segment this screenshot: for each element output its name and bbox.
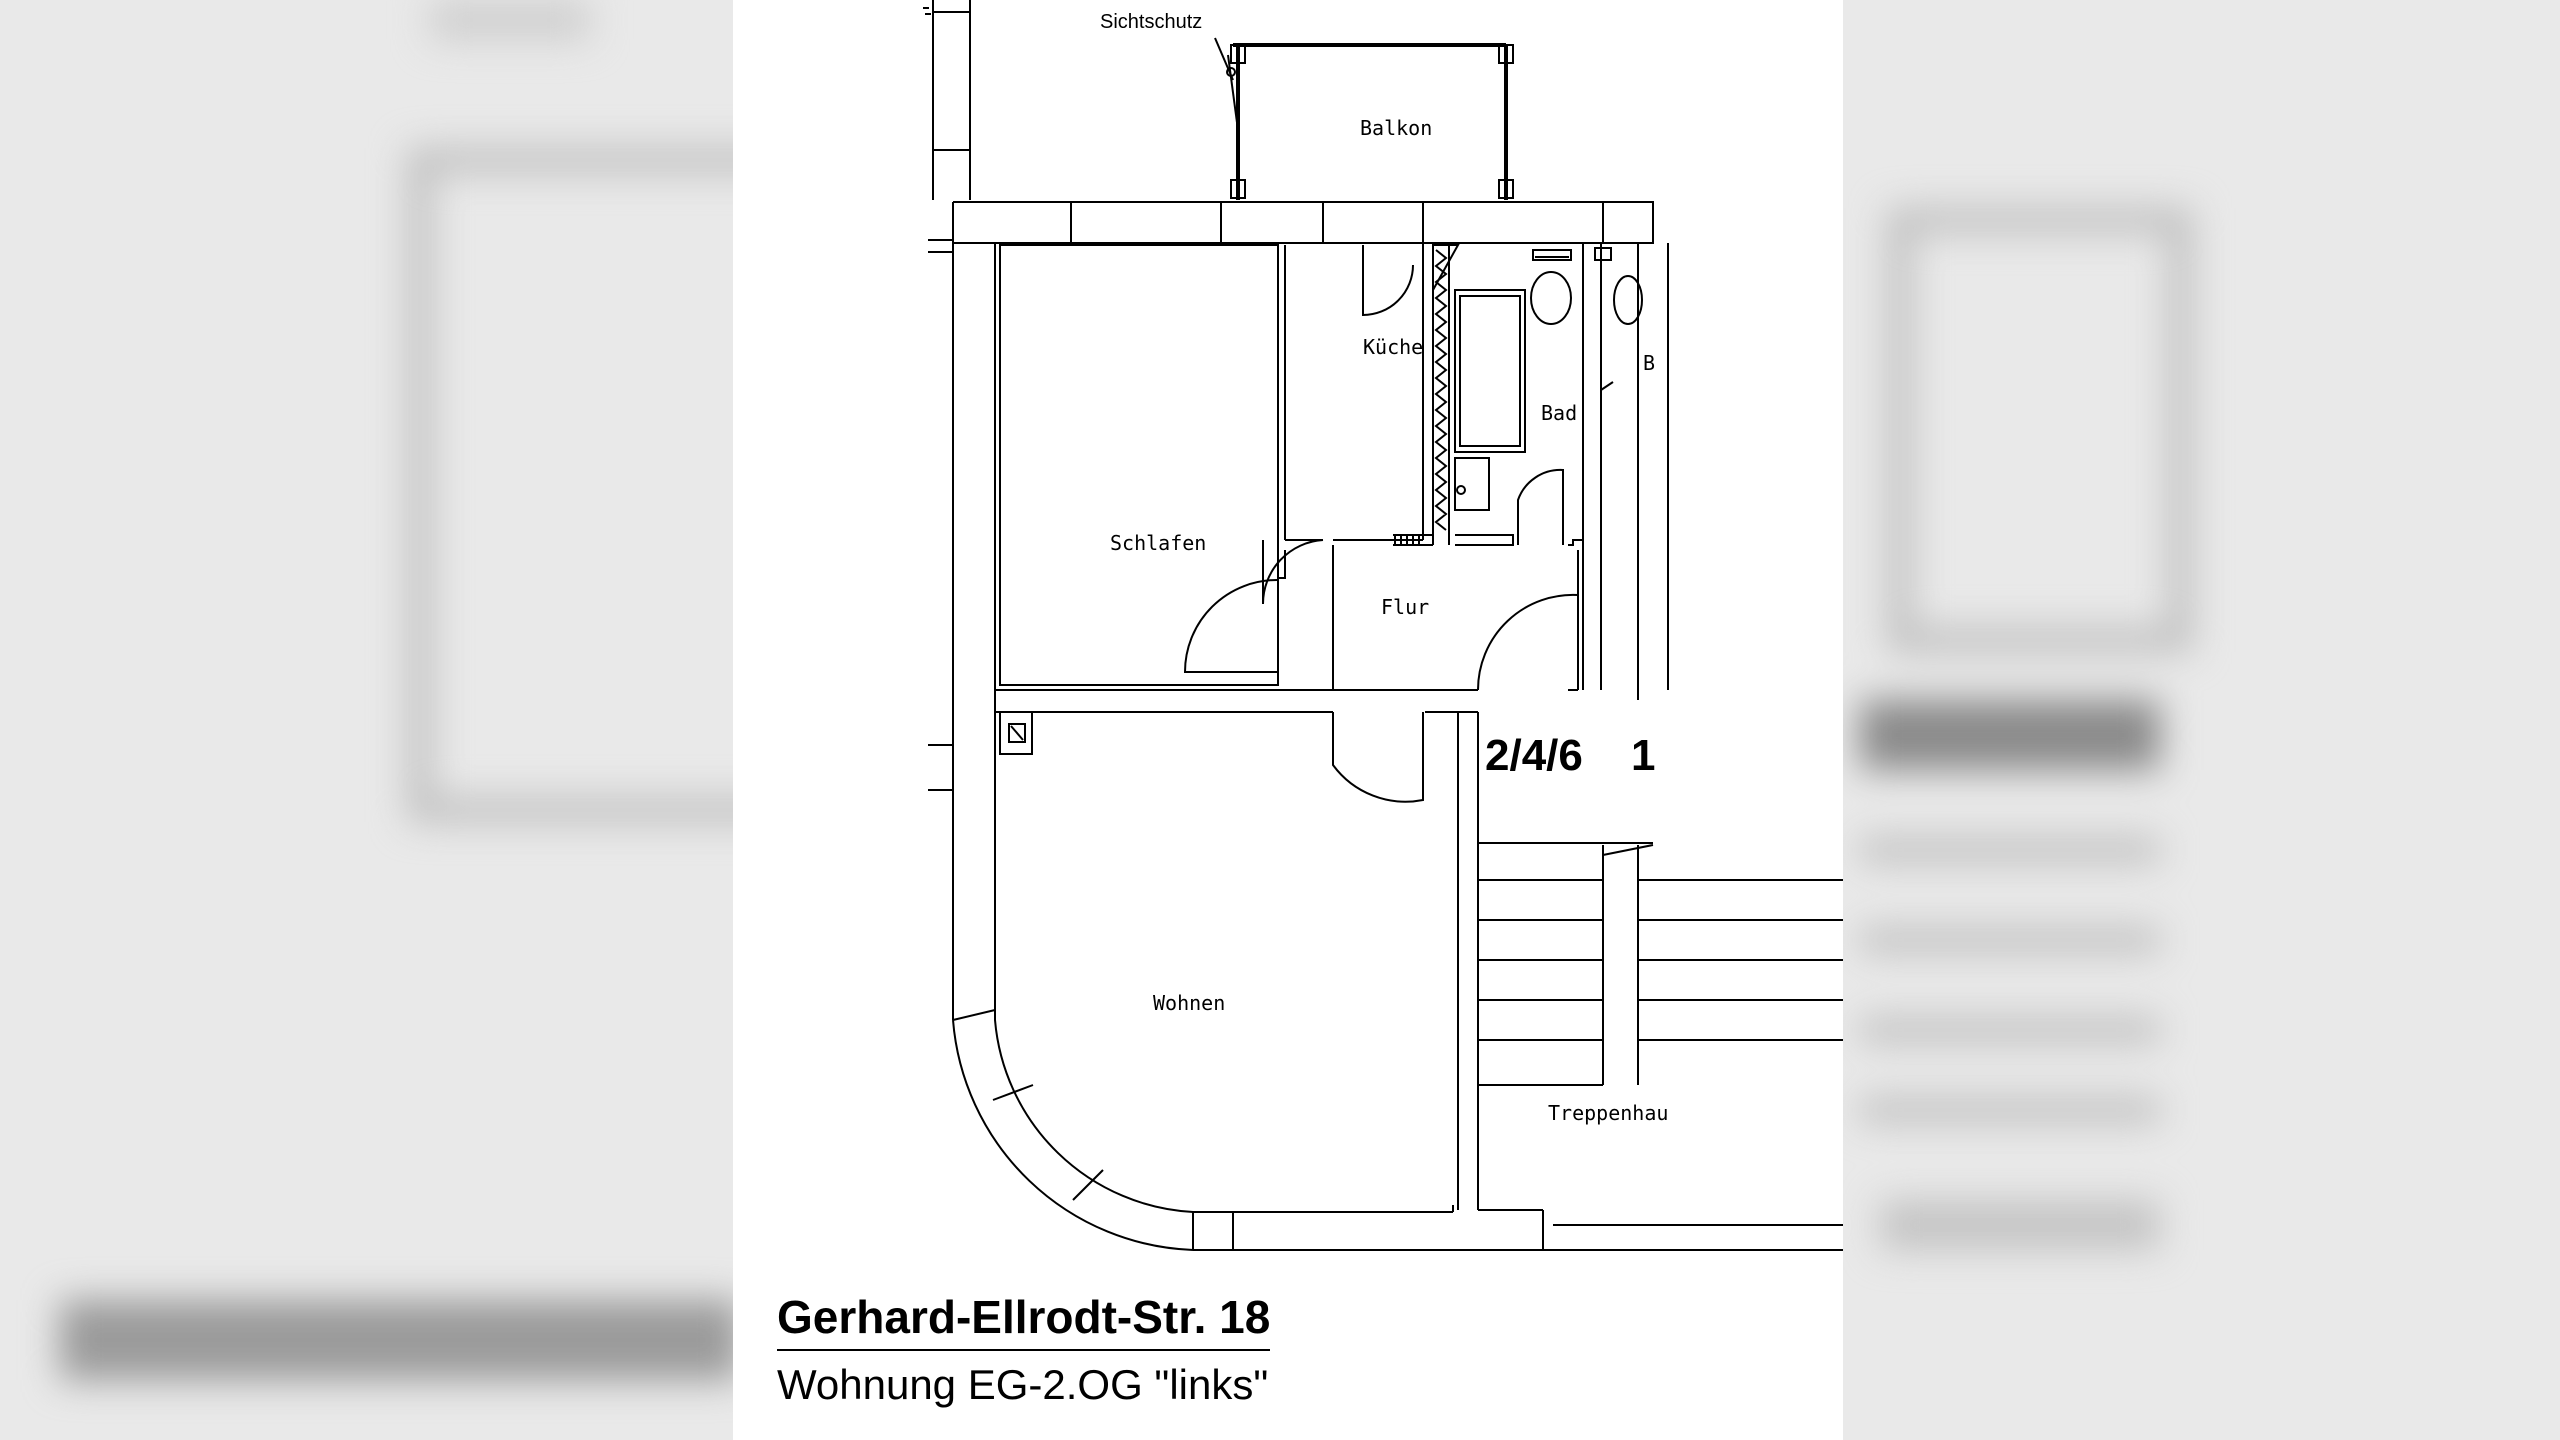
title-block: Gerhard-Ellrodt-Str. 18 Wohnung EG-2.OG … (777, 1292, 1271, 1409)
label-kitchen: Küche (1363, 335, 1423, 359)
label-balcony: Balkon (1360, 116, 1432, 140)
label-staircase: Treppenhau (1548, 1101, 1668, 1125)
label-bedroom: Schlafen (1110, 531, 1206, 555)
floor-plan-sheet: Sichtschutz Balkon Küche Bad Schlafen Fl… (733, 0, 1843, 1440)
floor-plan-drawing: Sichtschutz Balkon Küche Bad Schlafen Fl… (923, 0, 1843, 1251)
label-neighbor-room: B (1643, 351, 1655, 375)
label-living: Wohnen (1153, 991, 1225, 1015)
label-bath: Bad (1541, 401, 1577, 425)
label-privacy-screen: Sichtschutz (1100, 11, 1202, 33)
neighbor-unit-number: 1 (1631, 731, 1655, 780)
unit-subtitle: Wohnung EG-2.OG "links" (777, 1360, 1269, 1408)
address-title: Gerhard-Ellrodt-Str. 18 (777, 1292, 1271, 1351)
label-hallway: Flur (1381, 595, 1429, 619)
unit-number: 2/4/6 (1485, 731, 1583, 780)
